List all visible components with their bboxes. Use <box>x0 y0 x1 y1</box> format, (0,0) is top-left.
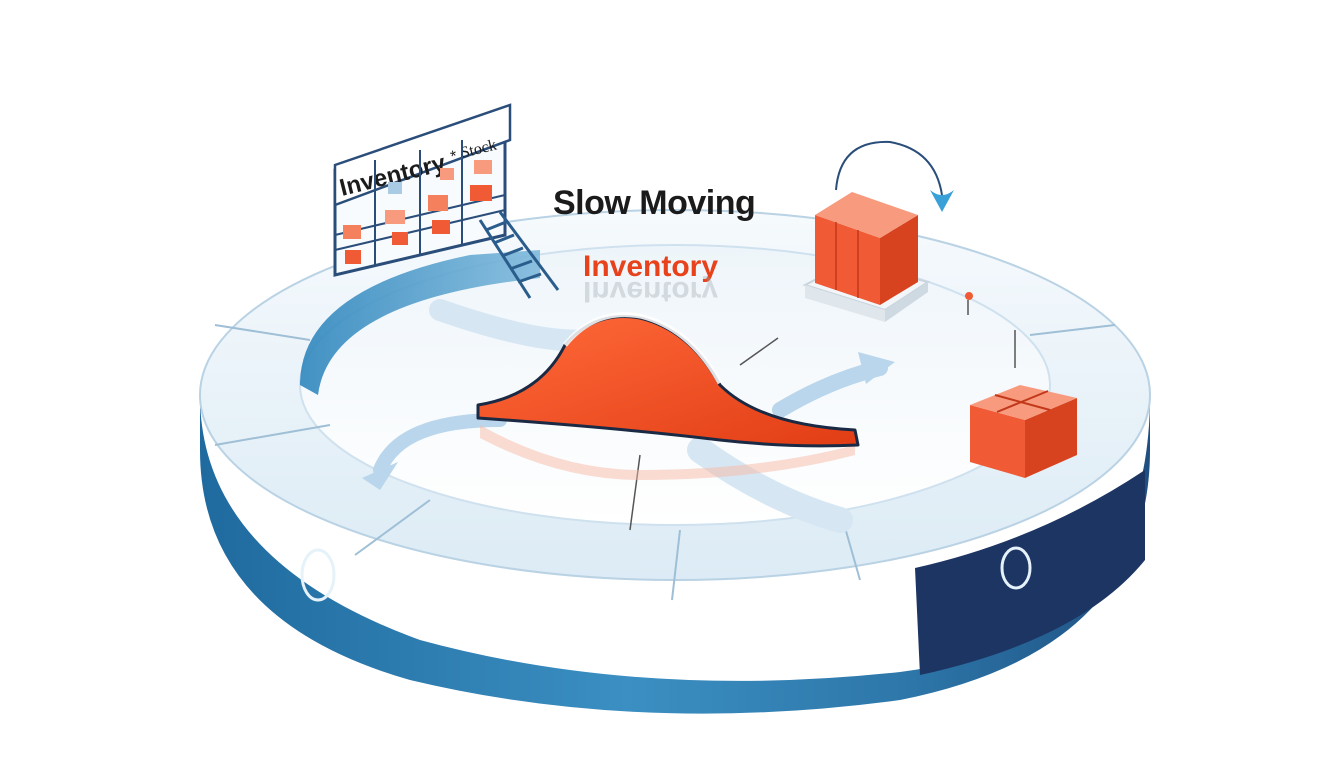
pointer-line-top <box>739 337 779 366</box>
bell-curve-shape <box>476 312 860 480</box>
cycle-arrow <box>835 140 954 212</box>
single-box <box>970 385 1077 478</box>
box-stack-front <box>815 215 880 305</box>
diagram-title: Slow Moving Inventory Inventory <box>553 184 756 308</box>
shelf-grid <box>334 140 506 265</box>
arrow-band-front <box>687 437 853 533</box>
platform-port-left <box>300 548 336 602</box>
location-marker <box>965 292 1016 368</box>
title-reflection: Inventory <box>583 275 718 308</box>
single-box-side <box>1025 398 1077 478</box>
arrow-head-right <box>858 352 895 384</box>
box-stack-seams <box>835 222 859 298</box>
arrow-head-left <box>362 462 398 490</box>
platform-segment-lines <box>214 324 1116 601</box>
cycle-arrow-head <box>930 190 954 212</box>
shelf-sign-star: * <box>449 148 459 166</box>
ladder <box>478 211 560 299</box>
box-stack-top <box>815 192 918 238</box>
arrow-curve-left <box>373 413 507 477</box>
title-line-inventory: Inventory <box>583 250 718 283</box>
pallet-side <box>885 282 928 322</box>
pallet-boxes <box>802 192 931 322</box>
title-line-slow-moving: Slow Moving <box>553 184 755 222</box>
bell-curve-shadow <box>480 425 855 480</box>
pointer-line-center <box>629 454 641 531</box>
inventory-stock-shelf: Inventory * Stock <box>333 103 512 277</box>
single-box-front <box>970 405 1025 478</box>
platform-port-right <box>1000 546 1032 590</box>
shelf-boxes <box>343 160 492 264</box>
inner-wall-left <box>300 250 540 395</box>
shelf-sign-panel <box>333 103 512 207</box>
pallet-front <box>805 285 885 322</box>
bell-curve-highlight <box>563 312 723 385</box>
box-stack-side <box>880 215 918 305</box>
